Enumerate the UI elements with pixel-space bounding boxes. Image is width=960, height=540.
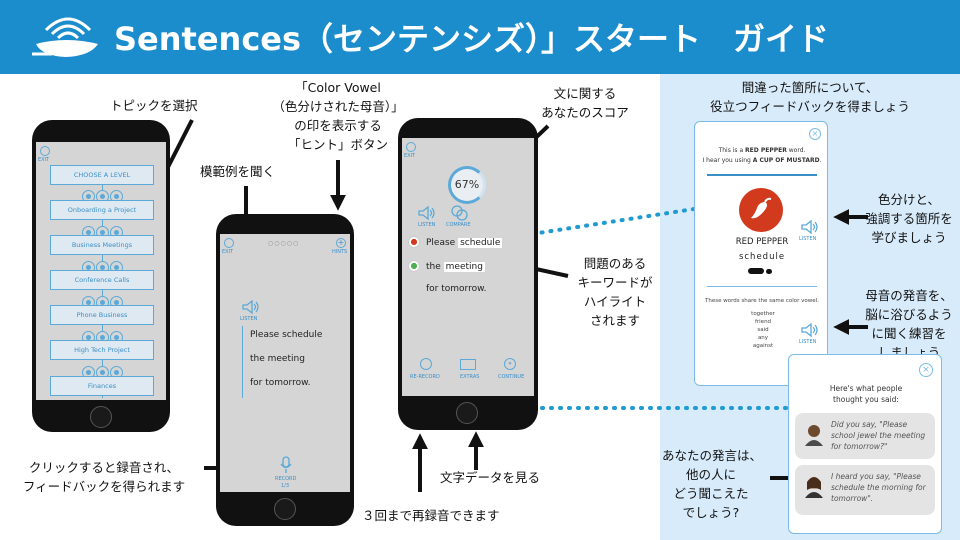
sentence-line: for tomorrow. <box>250 378 311 388</box>
red-pepper-icon <box>751 197 772 219</box>
exit-icon[interactable] <box>224 238 234 248</box>
phone-choose-level: EXIT CHOOSE A LEVEL Onboarding a Project… <box>32 120 170 432</box>
avatar <box>805 425 823 446</box>
pepper-icon: ● <box>408 236 420 248</box>
page-title: Sentences（センテンシズ）」スタート ガイド <box>114 20 830 58</box>
note-select-topic: トピックを選択 <box>110 98 198 113</box>
listen-label: LISTEN <box>799 236 817 242</box>
phone-screen: EXIT CHOOSE A LEVEL Onboarding a Project… <box>36 142 166 400</box>
highlighted-word[interactable]: meeting <box>443 262 485 272</box>
choose-level-heading: CHOOSE A LEVEL <box>50 165 154 185</box>
level-item[interactable]: Conference Calls <box>50 270 154 290</box>
home-button[interactable] <box>90 406 112 428</box>
note-see-text: 文字データを見る <box>440 470 541 485</box>
note-vowel-practice: 母音の発音を、 脳に浴びるよう に聞く練習を しましょう <box>865 288 953 360</box>
note-others-hear: あなたの発言は、 他の人に どう聞こえた でしょう? <box>662 448 763 520</box>
note-feedback-title: 間違った箇所について、 役立つフィードバックを得ましょう <box>710 80 910 114</box>
same-vowel-text: These words share the same color vowel. <box>705 298 819 304</box>
compare-label: COMPARE <box>446 222 471 228</box>
feedback-card: × This is a RED PEPPER word. I hear you … <box>694 121 828 386</box>
close-icon[interactable]: × <box>919 363 933 377</box>
people-feedback-card: × Here's what people thought you said: D… <box>788 354 942 534</box>
note-rerecord: ３回まで再録音できます <box>362 508 500 523</box>
note-hint-button: 「Color Vowel （色分けされた母音）」 の印を表示する 「ヒント」ボタ… <box>272 80 404 152</box>
speaker-icon[interactable] <box>801 323 819 337</box>
speaker-icon[interactable] <box>418 206 436 220</box>
speaker-icon[interactable] <box>242 300 260 314</box>
home-button[interactable] <box>274 498 296 520</box>
level-item[interactable]: Phone Business <box>50 305 154 325</box>
divider <box>707 286 817 287</box>
sentence-line: the meeting <box>250 354 305 364</box>
header-bar <box>0 0 960 74</box>
vowel-label: RED PEPPER <box>735 237 789 247</box>
divider <box>707 174 817 176</box>
phone-screen: EXIT ○○○○○ + HINTS LISTEN Please schedul… <box>220 234 350 492</box>
exit-label: EXIT <box>404 153 416 159</box>
people-title: Here's what people thought you said: <box>829 384 903 404</box>
note-score: 文に関する あなたのスコア <box>541 86 629 120</box>
rerecord-label: RE-RECORD <box>410 374 440 380</box>
note-listen-model: 模範例を聞く <box>200 164 276 179</box>
stress-mark <box>766 269 772 274</box>
progress-dots: ○○○○○ <box>268 240 300 247</box>
exit-icon[interactable] <box>406 142 416 152</box>
rerecord-icon[interactable] <box>420 358 432 370</box>
compare-icon[interactable] <box>450 204 468 222</box>
sentence-line: the meeting <box>426 262 485 272</box>
hints-label: HINTS <box>332 249 348 255</box>
close-icon[interactable]: × <box>809 128 821 140</box>
listen-label: LISTEN <box>418 222 436 228</box>
exit-label: EXIT <box>222 249 234 255</box>
app-logo-icon <box>32 17 98 57</box>
highlighted-word[interactable]: schedule <box>458 238 503 248</box>
avatar <box>805 477 823 498</box>
feedback-text: This is a RED PEPPER word. I hear you us… <box>702 147 822 164</box>
listen-label: LISTEN <box>799 339 817 345</box>
score-ring: 67% <box>448 166 486 204</box>
level-item[interactable]: Business Meetings <box>50 235 154 255</box>
phone-listen: EXIT ○○○○○ + HINTS LISTEN Please schedul… <box>216 214 354 526</box>
syllable-word: schedule <box>738 252 786 262</box>
continue-label: CONTINUE <box>498 374 525 380</box>
level-item[interactable]: High Tech Project <box>50 340 154 360</box>
continue-icon[interactable]: » <box>504 358 516 370</box>
speaker-icon[interactable] <box>801 220 819 234</box>
microphone-icon[interactable] <box>279 456 293 474</box>
word-list: together friend said any against <box>751 311 775 349</box>
hints-icon[interactable]: + <box>336 238 346 248</box>
sentence-line: Please schedule <box>426 238 503 248</box>
exit-label: EXIT <box>38 157 50 163</box>
extras-icon[interactable] <box>460 359 476 370</box>
level-item[interactable]: Finances <box>50 376 154 396</box>
note-click-record: クリックすると録音され、 フィードバックを得られます <box>22 460 186 494</box>
phone-screen: EXIT 67% LISTEN COMPARE ● Please schedul… <box>402 138 534 396</box>
listen-label: LISTEN <box>240 316 258 322</box>
green-vowel-icon: ● <box>408 260 420 272</box>
exit-icon[interactable] <box>40 146 50 156</box>
note-color-learn: 色分けと、 強調する箇所を 学びましょう <box>865 192 953 245</box>
sentence-line: Please schedule <box>250 330 323 340</box>
extras-label: EXTRAS <box>460 374 480 380</box>
sentence-line: for tomorrow. <box>426 284 487 294</box>
phone-score: EXIT 67% LISTEN COMPARE ● Please schedul… <box>398 118 538 430</box>
stress-mark <box>748 268 764 274</box>
home-button[interactable] <box>456 402 478 424</box>
level-item[interactable]: Onboarding a Project <box>50 200 154 220</box>
listener-bubble: Did you say, "Please school jewel the me… <box>795 413 935 459</box>
text-bar <box>242 326 244 398</box>
note-problem-words: 問題のある キーワードが ハイライト されます <box>577 256 653 328</box>
listener-bubble: I heard you say, "Please schedule the mo… <box>795 465 935 515</box>
record-count: 1/3 <box>281 483 290 489</box>
record-label: RECORD <box>275 476 297 482</box>
